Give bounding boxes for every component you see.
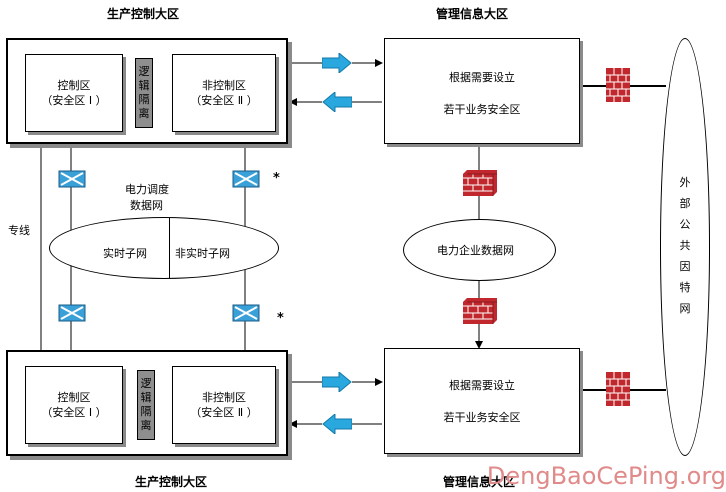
firewall-icon [606, 68, 630, 102]
top-isolation-char-3: 隔 [138, 93, 150, 106]
arrow-icon [322, 92, 352, 112]
arrow-icon [322, 372, 352, 392]
realtime-subnet-label: 实时子网 [103, 247, 147, 260]
top-management-title: 管理信息大区 [436, 7, 509, 21]
top-control-zone-sublabel: （安全区 Ⅰ ） [41, 94, 107, 107]
top-control-zone: 控制区 （安全区 Ⅰ ） [25, 54, 123, 132]
firewall-icon [463, 170, 497, 196]
watermark-text: DengBaoCePing.org [486, 462, 726, 490]
bottom-isolation-char-4: 离 [140, 419, 152, 432]
nonrealtime-subnet-label: 非实时子网 [175, 247, 230, 260]
bottom-control-zone-sublabel: （安全区 Ⅰ ） [41, 406, 107, 419]
asterisk-mark-bottom: * [277, 311, 284, 326]
internet-char-5: 因 [679, 260, 691, 273]
bottom-control-zone: 控制区 （安全区 Ⅰ ） [25, 366, 123, 444]
bottom-logical-isolation: 逻 辑 隔 离 [137, 370, 155, 440]
top-noncontrol-zone-label: 非控制区 [202, 79, 246, 92]
internet-char-4: 共 [679, 239, 691, 252]
encryption-device-icon [232, 170, 260, 188]
internet-char-6: 特 [679, 281, 691, 294]
dispatch-network-title-line1: 电力调度 [125, 183, 169, 196]
bottom-isolation-char-1: 逻 [140, 377, 152, 390]
bottom-management-zone: 根据需要设立 若干业务安全区 [384, 348, 580, 454]
subnet-divider [169, 218, 170, 278]
internet-char-3: 公 [679, 218, 691, 231]
top-management-sublabel: 若干业务安全区 [443, 103, 521, 116]
bottom-production-zone: 控制区 （安全区 Ⅰ ） 逻 辑 隔 离 非控制区 （安全区 Ⅱ ） [6, 350, 288, 456]
bottom-noncontrol-zone-label: 非控制区 [202, 391, 246, 404]
bottom-control-zone-label: 控制区 [57, 391, 91, 404]
bottom-production-title: 生产控制大区 [135, 475, 208, 489]
internet-char-2: 部 [679, 197, 691, 210]
arrow-icon [322, 53, 352, 73]
external-internet-ellipse [660, 38, 710, 456]
firewall-icon [463, 298, 497, 324]
top-isolation-char-1: 逻 [138, 65, 150, 78]
top-control-zone-label: 控制区 [57, 79, 91, 92]
bottom-isolation-char-3: 隔 [140, 405, 152, 418]
dispatch-network-title-line2: 数据网 [130, 199, 163, 212]
enterprise-network-label: 电力企业数据网 [437, 244, 514, 257]
arrow-icon [322, 414, 352, 434]
bottom-noncontrol-zone: 非控制区 （安全区 Ⅱ ） [172, 366, 276, 444]
dispatch-network-ellipse [49, 217, 279, 279]
bottom-management-sublabel: 若干业务安全区 [443, 411, 521, 424]
encryption-device-icon [58, 304, 86, 322]
encryption-device-icon [232, 304, 260, 322]
top-noncontrol-zone: 非控制区 （安全区 Ⅱ ） [172, 54, 276, 132]
dedicated-line-label: 专线 [8, 224, 30, 237]
internet-char-7: 网 [679, 302, 691, 315]
top-production-title: 生产控制大区 [107, 7, 180, 21]
top-logical-isolation: 逻 辑 隔 离 [135, 58, 153, 128]
top-isolation-char-4: 离 [138, 107, 150, 120]
enterprise-network-ellipse [403, 219, 556, 281]
top-isolation-char-2: 辑 [138, 79, 150, 92]
firewall-icon [606, 372, 630, 406]
bottom-management-title: 管理信息大区 [443, 475, 516, 489]
top-noncontrol-zone-sublabel: （安全区 Ⅱ ） [190, 94, 258, 107]
top-management-label: 根据需要设立 [449, 71, 515, 84]
asterisk-mark-top: * [273, 171, 280, 186]
bottom-management-label: 根据需要设立 [449, 379, 515, 392]
bottom-isolation-char-2: 辑 [140, 391, 152, 404]
internet-char-1: 外 [679, 176, 691, 189]
bottom-noncontrol-zone-sublabel: （安全区 Ⅱ ） [190, 406, 258, 419]
top-production-zone: 控制区 （安全区 Ⅰ ） 逻 辑 隔 离 非控制区 （安全区 Ⅱ ） [6, 38, 288, 144]
external-internet-label: 外 部 公 共 因 特 网 [678, 172, 692, 319]
encryption-device-icon [58, 170, 86, 188]
top-management-zone: 根据需要设立 若干业务安全区 [384, 38, 580, 144]
